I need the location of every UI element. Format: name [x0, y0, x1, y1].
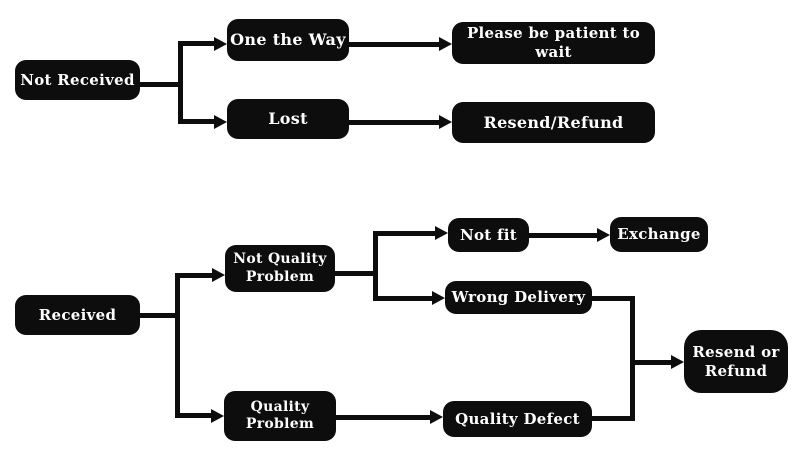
node-one-the-way: One the Way: [227, 19, 349, 61]
edge-to-resend-or-refund-shaft: [632, 359, 671, 365]
arrowhead-to-lost: [214, 114, 227, 129]
node-resend-or-refund: Resend or Refund: [684, 330, 788, 393]
edge-not-quality-problem-out: [335, 270, 378, 276]
node-quality-defect: Quality Defect: [443, 401, 592, 437]
edge-lost-to-resend-refund-shaft: [349, 119, 439, 125]
edge-received-branch-spine: [174, 272, 180, 418]
arrowhead-to-not-quality-problem: [212, 268, 225, 282]
edge-to-not-quality-problem-shaft: [177, 272, 212, 278]
arrowhead-to-quality-problem: [211, 408, 224, 423]
edge-not-received-out: [140, 81, 180, 87]
arrowhead-to-resend-refund: [439, 115, 452, 129]
node-quality-problem: Quality Problem: [224, 391, 336, 441]
node-not-received: Not Received: [15, 60, 140, 100]
arrowhead-to-not-fit: [435, 226, 448, 240]
arrowhead-to-one-the-way: [214, 36, 227, 51]
edge-quality-defect-out: [592, 415, 635, 421]
arrowhead-to-please-wait: [439, 37, 452, 51]
edge-wrong-delivery-out: [592, 295, 635, 301]
arrowhead-to-resend-or-refund: [671, 355, 684, 369]
node-resend-refund: Resend/Refund: [452, 102, 655, 143]
edge-merge-spine: [629, 295, 635, 421]
arrowhead-to-quality-defect: [430, 410, 443, 424]
node-exchange: Exchange: [610, 217, 708, 252]
edge-to-not-fit-shaft: [375, 230, 435, 236]
edge-received-out: [140, 312, 180, 318]
edge-not-quality-branch-spine: [372, 230, 378, 301]
arrowhead-to-wrong-delivery: [432, 291, 445, 305]
edge-not-received-branch-spine: [177, 41, 183, 124]
edge-not-fit-to-exchange-shaft: [529, 232, 597, 238]
edge-quality-problem-to-defect-shaft: [336, 414, 430, 420]
node-lost: Lost: [227, 99, 349, 139]
arrowhead-to-exchange: [597, 228, 610, 242]
node-please-be-patient: Please be patient to wait: [452, 22, 655, 64]
node-wrong-delivery: Wrong Delivery: [445, 281, 592, 314]
node-not-fit: Not fit: [448, 218, 529, 252]
edge-to-lost-shaft: [180, 119, 214, 124]
edge-one-the-way-to-please-wait-shaft: [349, 41, 439, 47]
edge-to-one-the-way-shaft: [180, 41, 214, 46]
edge-to-wrong-delivery-shaft: [375, 295, 432, 301]
node-received: Received: [15, 295, 140, 335]
edge-to-quality-problem-shaft: [177, 413, 211, 418]
node-not-quality-problem: Not Quality Problem: [225, 245, 335, 292]
